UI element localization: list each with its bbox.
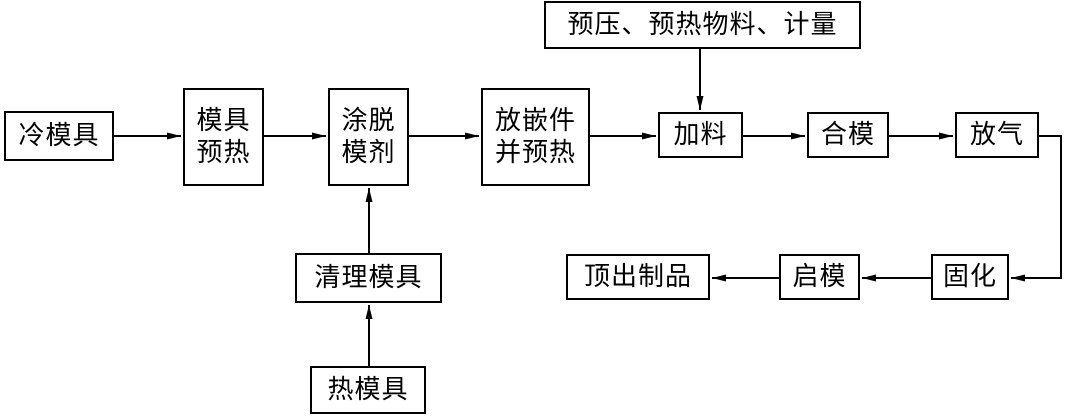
node-place-insert: 放嵌件 并预热 [481, 88, 590, 186]
node-feed: 加料 [658, 112, 743, 158]
arrow-vent-to-cure [1011, 135, 1062, 282]
node-vent: 放气 [955, 112, 1039, 158]
node-apply-release-agent: 涂脱 模剂 [328, 88, 409, 186]
node-preheat-mold-line-2: 预热 [196, 138, 251, 168]
node-cure: 固化 [931, 254, 1009, 300]
node-close-mold-label: 合模 [820, 119, 875, 150]
node-feed-label: 加料 [673, 119, 728, 150]
node-apply-release-line-2: 模剂 [341, 138, 396, 168]
node-hot-mold: 热模具 [310, 366, 426, 414]
node-preheat-mold: 模具 预热 [183, 88, 264, 186]
node-eject-product-label: 顶出制品 [583, 261, 692, 292]
node-place-insert-line-1: 放嵌件 [494, 105, 576, 136]
node-material-prep: 预压、预热物料、计量 [544, 1, 861, 49]
node-material-prep-label: 预压、预热物料、计量 [567, 9, 838, 40]
node-vent-label: 放气 [969, 119, 1024, 150]
node-place-insert-line-2: 并预热 [494, 138, 576, 168]
node-eject-product: 顶出制品 [566, 254, 710, 300]
node-hot-mold-label: 热模具 [327, 374, 409, 405]
node-cure-label: 固化 [942, 261, 997, 292]
node-cold-mold-label: 冷模具 [18, 120, 100, 151]
node-clean-mold: 清理模具 [295, 253, 442, 303]
node-open-mold-label: 启模 [792, 261, 847, 292]
node-clean-mold-label: 清理模具 [314, 262, 423, 293]
node-preheat-mold-line-1: 模具 [196, 105, 251, 136]
node-close-mold: 合模 [807, 112, 889, 158]
node-apply-release-line-1: 涂脱 [341, 105, 396, 136]
node-open-mold: 启模 [779, 254, 860, 300]
node-cold-mold: 冷模具 [4, 111, 114, 161]
